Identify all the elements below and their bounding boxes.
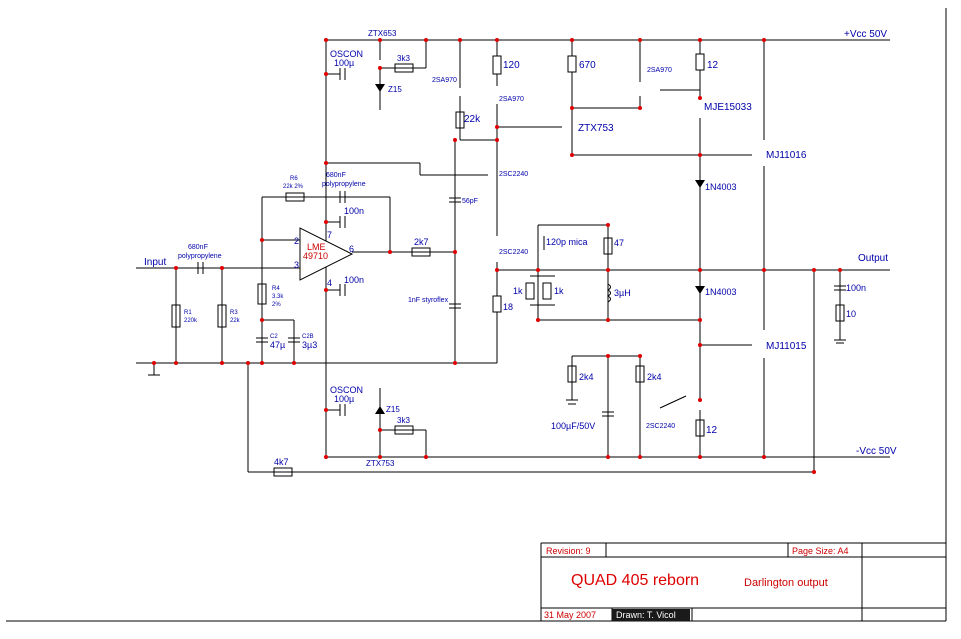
oscon-bot-value: 100µ: [334, 394, 354, 404]
r4-label-c: 2%: [272, 302, 281, 308]
oscon-top-name: OSCON: [330, 49, 363, 59]
sa970-c-label: 2SA970: [647, 67, 672, 74]
mj11015-label: MJ11015: [766, 341, 807, 352]
title-block: Revision: 9 Page Size: A4 QUAD 405 rebor…: [540, 542, 946, 621]
r4-label-a: R4: [272, 286, 280, 292]
junction-dots: [152, 38, 842, 474]
opamp-pin-6: 6: [349, 244, 354, 254]
r1-label-b: 220k: [184, 318, 198, 324]
d1n4003-b-label: 1N4003: [705, 287, 737, 297]
c100n-b-label: 100n: [344, 275, 364, 285]
ztx653-label: ZTX653: [368, 29, 397, 38]
opamp-pin-4: 4: [327, 278, 332, 288]
opamp-pin-2: 2: [294, 236, 299, 246]
sa970-a-label: 2SA970: [432, 77, 457, 84]
r2k7-label: 2k7: [414, 237, 429, 247]
r4-label-b: 3.3k: [272, 294, 284, 300]
r3k3-bot-label: 3k3: [397, 416, 410, 425]
c120p-label: 120p mica: [546, 237, 588, 247]
c2-label-b: 47µ: [270, 340, 285, 350]
r12-top-label: 12: [707, 60, 719, 71]
r3k3-top-label: 3k3: [397, 54, 410, 63]
c56p-label: 56pF: [462, 198, 478, 205]
opamp-pin-7: 7: [327, 230, 332, 240]
output-label: Output: [858, 253, 888, 264]
r18-label: 18: [503, 302, 513, 312]
l3u-label: 3µH: [614, 288, 631, 298]
c100n-a-label: 100n: [344, 206, 364, 216]
c2b-label-a: C2B: [302, 334, 314, 340]
c680-top-label-b: polypropylene: [322, 181, 366, 188]
z15-bot-label: Z15: [386, 405, 400, 414]
r2k4-b-label: 2k4: [647, 372, 662, 382]
z15-top-label: Z15: [388, 85, 402, 94]
r6-label-a: R6: [290, 176, 298, 182]
schematic-subtitle: Darlington output: [744, 577, 828, 589]
opamp-symbol: [299, 227, 354, 281]
positive-rail-label: +Vcc 50V: [844, 29, 887, 40]
drawn-by-label: Drawn: T. Vicol: [616, 610, 676, 620]
oscon-top-value: 100µ: [334, 58, 354, 68]
mj11016-label: MJ11016: [766, 150, 807, 161]
opamp-label-line1: LME: [307, 242, 326, 252]
c1n-styroflex-label: 1nF styroflex: [408, 297, 449, 304]
c680-top-label-a: 680nF: [326, 172, 346, 179]
r3-label-b: 22k: [230, 318, 241, 324]
r1k-b-label: 1k: [554, 286, 564, 296]
r47-label: 47: [614, 238, 624, 248]
r120-label: 120: [503, 60, 520, 71]
d1n4003-a-label: 1N4003: [705, 182, 737, 192]
input-label: Input: [144, 257, 166, 268]
c100u-label: 100µF/50V: [551, 421, 595, 431]
sa970-b-label: 2SA970: [499, 96, 524, 103]
page-size-label: Page Size: A4: [792, 546, 849, 556]
c680-in-label-b: polypropylene: [178, 253, 222, 260]
r12-bot-label: 12: [706, 425, 718, 436]
sc2240-a-label: 2SC2240: [499, 171, 528, 178]
c680-in-label-a: 680nF: [188, 244, 208, 251]
schematic-title: QUAD 405 reborn: [571, 572, 699, 589]
negative-rail-label: -Vcc 50V: [856, 446, 897, 457]
r2k4-a-label: 2k4: [579, 372, 594, 382]
opamp-label-line2: 49710: [303, 251, 328, 261]
r1-label-a: R1: [184, 310, 192, 316]
sc2240-b-label: 2SC2240: [499, 249, 528, 256]
sc2240-c-label: 2SC2240: [646, 423, 675, 430]
c2b-label-b: 3µ3: [302, 340, 317, 350]
ztx753-mid-label: ZTX753: [578, 123, 614, 134]
oscon-bot-name: OSCON: [330, 385, 363, 395]
c2-label-a: C2: [270, 334, 278, 340]
r10-label: 10: [846, 309, 856, 319]
r670-label: 670: [579, 60, 596, 71]
c100n-out-label: 100n: [846, 283, 866, 293]
ztx753-bot-label: ZTX753: [366, 459, 395, 468]
revision-label: Revision: 9: [546, 546, 591, 556]
date-label: 31 May 2007: [544, 610, 596, 620]
mje15033-label: MJE15033: [704, 102, 752, 113]
r22k-label: 22k: [464, 114, 481, 125]
opamp-pin-3: 3: [294, 260, 299, 270]
r4k7-label: 4k7: [274, 457, 289, 467]
r3-label-a: R3: [230, 310, 238, 316]
r6-label-b: 22k 2%: [283, 184, 304, 190]
r1k-a-label: 1k: [513, 286, 523, 296]
